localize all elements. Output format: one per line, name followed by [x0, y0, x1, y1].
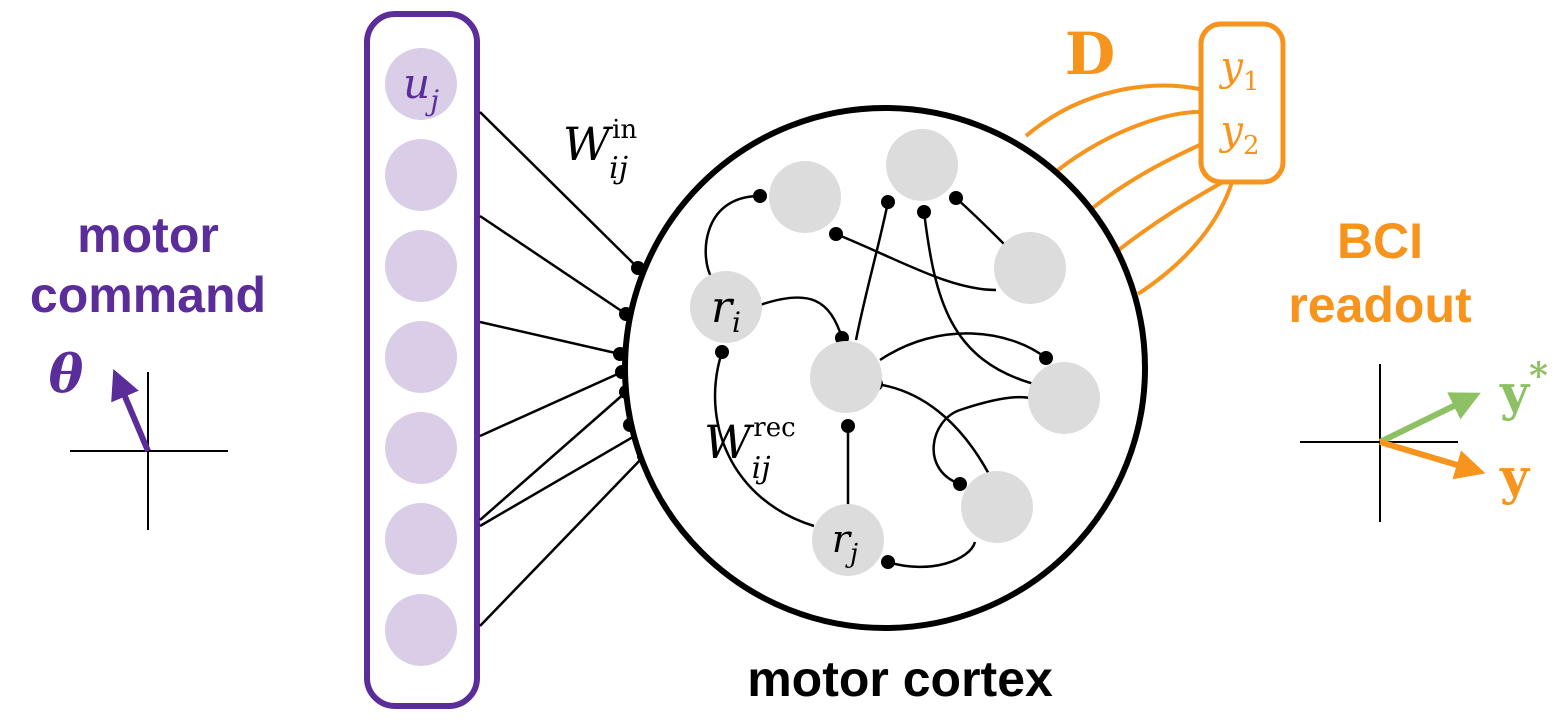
recurrent-connection: [759, 296, 844, 339]
input-node: [385, 139, 457, 211]
input-node: [385, 594, 457, 666]
recurrent-connections: [704, 194, 1047, 569]
recurrent-connection: [713, 351, 815, 528]
recurrent-connection: [922, 211, 1035, 386]
recurrent-node: [961, 471, 1033, 543]
input-node: [385, 412, 457, 484]
synapse-dot: [715, 345, 729, 359]
recurrent-connection: [887, 541, 977, 569]
input-node: [385, 321, 457, 393]
decoder-connection: [1056, 109, 1207, 172]
recurrent-connection: [879, 332, 1047, 362]
recurrent-connection: [835, 232, 997, 292]
recurrent-node: [812, 504, 884, 576]
input-node: [385, 230, 457, 302]
recurrent-connection: [704, 194, 761, 279]
synapse-dot: [1039, 351, 1053, 365]
input-connection: [479, 455, 645, 627]
decoder-output-box: [1198, 21, 1286, 185]
synapse-dot: [829, 227, 843, 241]
synapse-dot: [881, 195, 895, 209]
recurrent-node: [769, 161, 841, 233]
recurrent-node: [1028, 362, 1100, 434]
command-direction-arrow: [111, 368, 151, 453]
decoder-group: y1 y2 D: [1024, 20, 1286, 296]
recurrent-connection: [875, 382, 992, 477]
bci-readout-title-line2: readout: [1288, 277, 1472, 333]
input-connection: [479, 391, 627, 521]
output-y1-label: y1: [1218, 44, 1259, 97]
synapse-dot: [953, 477, 967, 491]
theta-label: θ: [49, 344, 84, 405]
recurrent-connection: [932, 395, 1031, 486]
input-node-label: uj: [403, 59, 439, 117]
input-node: [385, 503, 457, 575]
node-r-i-label: ri: [711, 282, 741, 339]
recurrent-connection: [854, 201, 890, 341]
recurrent-node: [810, 341, 882, 413]
motor-command-group: motor command θ: [30, 207, 266, 530]
bci-readout-group: BCI readout y* y: [1288, 213, 1548, 522]
actual-readout-arrow: [1379, 439, 1486, 480]
recurrent-nodes: [690, 129, 1100, 576]
input-connection: [479, 214, 627, 316]
input-connection: [479, 320, 621, 356]
input-connections: [479, 111, 645, 627]
actual-readout-label: y: [1499, 447, 1531, 506]
input-node: [385, 48, 457, 120]
synapse-dot: [841, 419, 855, 433]
input-column: uj: [364, 11, 480, 709]
recurrent-synapses: [715, 189, 1053, 569]
decoder-connections: [1024, 83, 1234, 296]
target-readout-label: y*: [1499, 355, 1548, 422]
decoder-matrix-label: D: [1065, 20, 1115, 88]
input-connection: [479, 111, 639, 269]
input-connection: [479, 432, 639, 528]
recurrent-node: [886, 129, 958, 201]
synapse-dot: [881, 555, 895, 569]
target-readout-arrow: [1378, 392, 1481, 445]
input-connection: [479, 370, 623, 438]
decoder-connection: [1136, 181, 1234, 296]
decoder-connection: [1114, 178, 1228, 254]
motor-cortex-label: motor cortex: [747, 651, 1053, 707]
synapse-dot: [917, 205, 931, 219]
recurrent-node: [994, 232, 1066, 304]
motor-command-title-line1: motor: [77, 207, 219, 263]
output-y2-label: y2: [1218, 108, 1259, 161]
synapse-dot: [949, 191, 963, 205]
recurrent-node: [690, 271, 762, 343]
synapse-dot: [753, 189, 767, 203]
motor-command-title-line2: command: [30, 267, 266, 323]
bci-readout-title-line1: BCI: [1337, 213, 1423, 269]
decoder-connection: [1024, 83, 1205, 138]
